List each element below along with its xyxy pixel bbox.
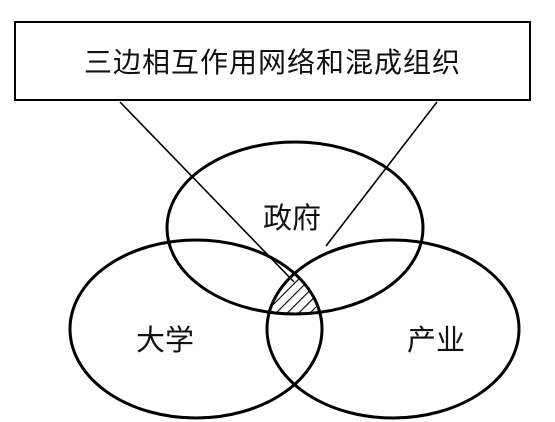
title-box: 三边相互作用网络和混成组织 — [14, 21, 531, 101]
government-label: 政府 — [263, 201, 322, 235]
university-label: 大学 — [136, 323, 195, 357]
connector-line-left — [119, 101, 295, 283]
connector-line-right — [325, 101, 438, 247]
industry-label: 产业 — [407, 323, 466, 357]
university-circle — [68, 238, 324, 420]
diagram-title: 三边相互作用网络和混成组织 — [83, 46, 461, 79]
industry-circle — [265, 238, 521, 420]
government-circle — [165, 140, 425, 316]
